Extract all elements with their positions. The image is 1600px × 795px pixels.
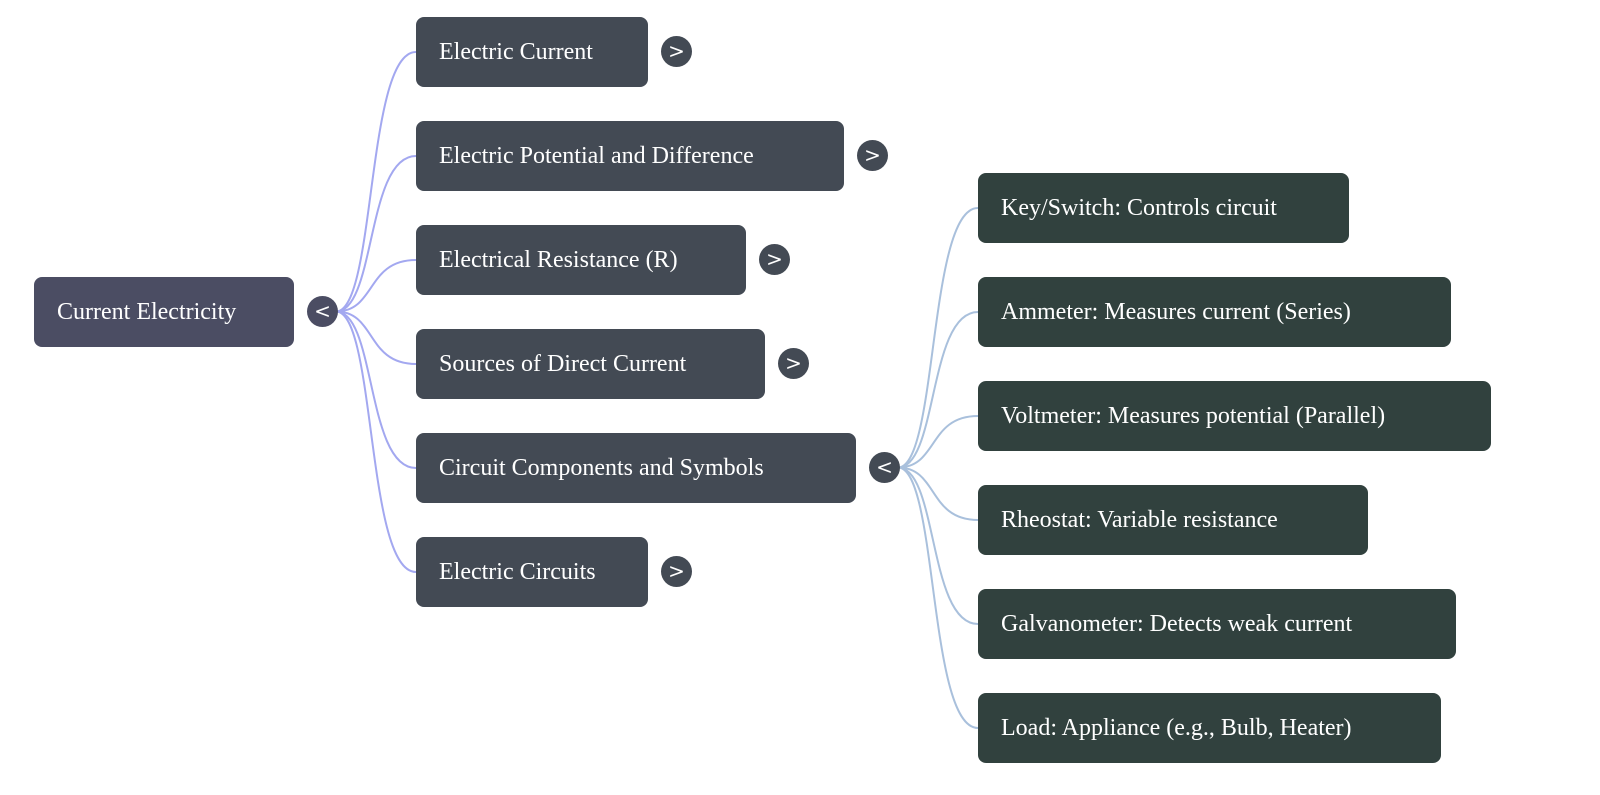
connector-topic-to-subtopic [897,466,979,729]
expand-toggle-electric-current[interactable]: > [661,36,692,67]
topic-label: Electric Circuits [439,559,596,585]
chevron-right-icon: > [864,143,881,167]
subtopic-node-ammeter[interactable]: Ammeter: Measures current (Series) [978,277,1451,347]
topic-label: Sources of Direct Current [439,351,687,377]
subtopic-label: Rheostat: Variable resistance [1001,507,1278,533]
topic-label: Circuit Components and Symbols [439,455,764,481]
expand-toggle-electric-circuits[interactable]: > [661,556,692,587]
connector-root-to-topic [335,51,417,313]
connector-topic-to-subtopic [897,466,979,625]
topic-node-circuit-components[interactable]: Circuit Components and Symbols [416,433,856,503]
connector-topic-to-subtopic [897,466,979,521]
connector-topic-to-subtopic [897,311,979,469]
root-node[interactable]: Current Electricity [34,277,294,347]
subtopic-label: Galvanometer: Detects weak current [1001,611,1353,637]
topic-label: Electric Potential and Difference [439,143,754,169]
subtopic-node-load[interactable]: Load: Appliance (e.g., Bulb, Heater) [978,693,1441,763]
connector-topic-to-subtopic [897,415,979,469]
connector-root-to-topic [335,310,417,365]
subtopic-label: Voltmeter: Measures potential (Parallel) [1001,403,1386,429]
connector-root-to-topic [335,310,417,469]
expand-toggle-sources-dc[interactable]: > [778,348,809,379]
connector-root-to-topic [335,155,417,313]
collapse-toggle-root[interactable]: < [307,296,338,327]
connector-root-to-topic [335,259,417,313]
subtopic-node-rheostat[interactable]: Rheostat: Variable resistance [978,485,1368,555]
expand-toggle-electrical-resistance[interactable]: > [759,244,790,275]
chevron-left-icon: < [876,455,893,479]
topic-node-electrical-resistance[interactable]: Electrical Resistance (R) [416,225,746,295]
connector-topic-to-subtopic [897,207,979,469]
subtopic-node-voltmeter[interactable]: Voltmeter: Measures potential (Parallel) [978,381,1491,451]
chevron-left-icon: < [314,299,331,323]
chevron-right-icon: > [785,351,802,375]
collapse-toggle-circuit-components[interactable]: < [869,452,900,483]
subtopic-node-key-switch[interactable]: Key/Switch: Controls circuit [978,173,1349,243]
topic-label: Electric Current [439,39,593,65]
chevron-right-icon: > [766,247,783,271]
expand-toggle-electric-potential[interactable]: > [857,140,888,171]
topic-node-electric-circuits[interactable]: Electric Circuits [416,537,648,607]
root-node-label: Current Electricity [57,299,237,325]
subtopic-label: Ammeter: Measures current (Series) [1001,299,1351,325]
topic-label: Electrical Resistance (R) [439,247,678,273]
subtopic-node-galvanometer[interactable]: Galvanometer: Detects weak current [978,589,1456,659]
chevron-right-icon: > [668,39,685,63]
connector-root-to-topic [335,310,417,573]
topic-node-electric-current[interactable]: Electric Current [416,17,648,87]
topic-node-electric-potential[interactable]: Electric Potential and Difference [416,121,844,191]
chevron-right-icon: > [668,559,685,583]
topic-node-sources-dc[interactable]: Sources of Direct Current [416,329,765,399]
subtopic-label: Load: Appliance (e.g., Bulb, Heater) [1001,715,1352,741]
subtopic-label: Key/Switch: Controls circuit [1001,195,1277,221]
